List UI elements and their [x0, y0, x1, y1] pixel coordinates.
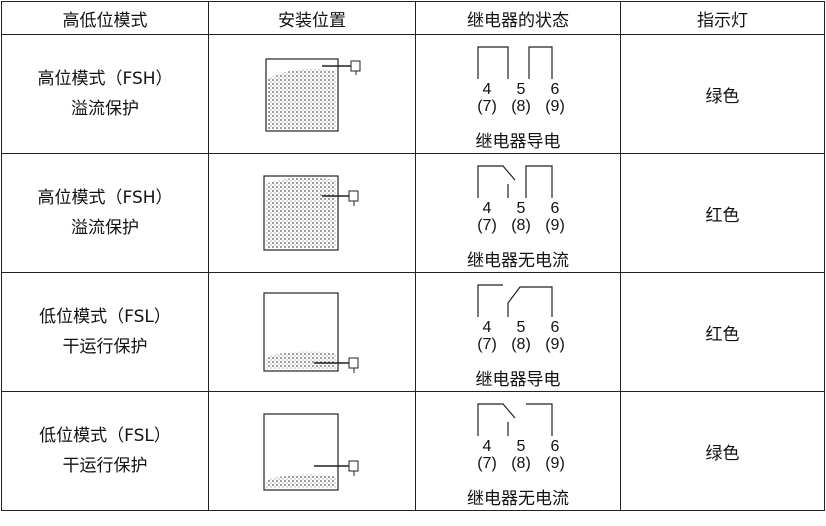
mode-cell: 高位模式（FSH） 溢流保护 [1, 34, 209, 154]
mode-name: 高位模式（FSH） [37, 69, 173, 89]
mode-name: 低位模式（FSL） [39, 426, 171, 446]
table-row: 高位模式（FSH） 溢流保护 [1, 34, 825, 154]
mode-purpose: 溢流保护 [71, 99, 139, 119]
mode-cell: 低位模式（FSL） 干运行保护 [1, 391, 209, 511]
header-installation: 安装位置 [208, 1, 416, 35]
relay-contact-diagram [477, 46, 553, 79]
mode-name: 低位模式（FSL） [39, 307, 171, 327]
mode-name: 高位模式（FSH） [37, 188, 173, 208]
tank-low-covered-diagram [263, 292, 359, 373]
mode-purpose: 干运行保护 [62, 456, 148, 476]
tank-high-full-diagram [265, 58, 361, 132]
installation-cell [208, 272, 416, 392]
relay-state-label: 继电器无电流 [467, 489, 569, 509]
installation-cell [208, 391, 416, 511]
relay-contact-diagram [477, 403, 553, 436]
indicator-light: 绿色 [620, 391, 825, 511]
installation-cell [208, 34, 416, 154]
indicator-light: 红色 [620, 153, 825, 273]
mode-purpose: 溢流保护 [71, 218, 139, 238]
mode-cell: 低位模式（FSL） 干运行保护 [1, 272, 209, 392]
relay-mode-table: 高低位模式 安装位置 继电器的状态 指示灯 高位模式（FSH） 溢流保护 [1, 1, 825, 511]
header-row: 高低位模式 安装位置 继电器的状态 指示灯 [1, 1, 825, 35]
installation-cell [208, 153, 416, 273]
indicator-light: 红色 [620, 272, 825, 392]
relay-state-label: 继电器导电 [475, 370, 561, 390]
mode-purpose: 干运行保护 [62, 337, 148, 357]
indicator-light: 绿色 [620, 34, 825, 154]
relay-state-label: 继电器导电 [475, 132, 561, 152]
relay-contact-diagram [477, 284, 553, 317]
tank-high-covered-diagram [263, 175, 359, 251]
mode-cell: 高位模式（FSH） 溢流保护 [1, 153, 209, 273]
relay-contact-diagram [477, 165, 553, 198]
header-mode: 高低位模式 [1, 1, 209, 35]
relay-state-label: 继电器无电流 [467, 251, 569, 271]
header-relay-state: 继电器的状态 [415, 1, 621, 35]
tank-low-empty-diagram [263, 413, 359, 491]
header-indicator: 指示灯 [620, 1, 825, 35]
